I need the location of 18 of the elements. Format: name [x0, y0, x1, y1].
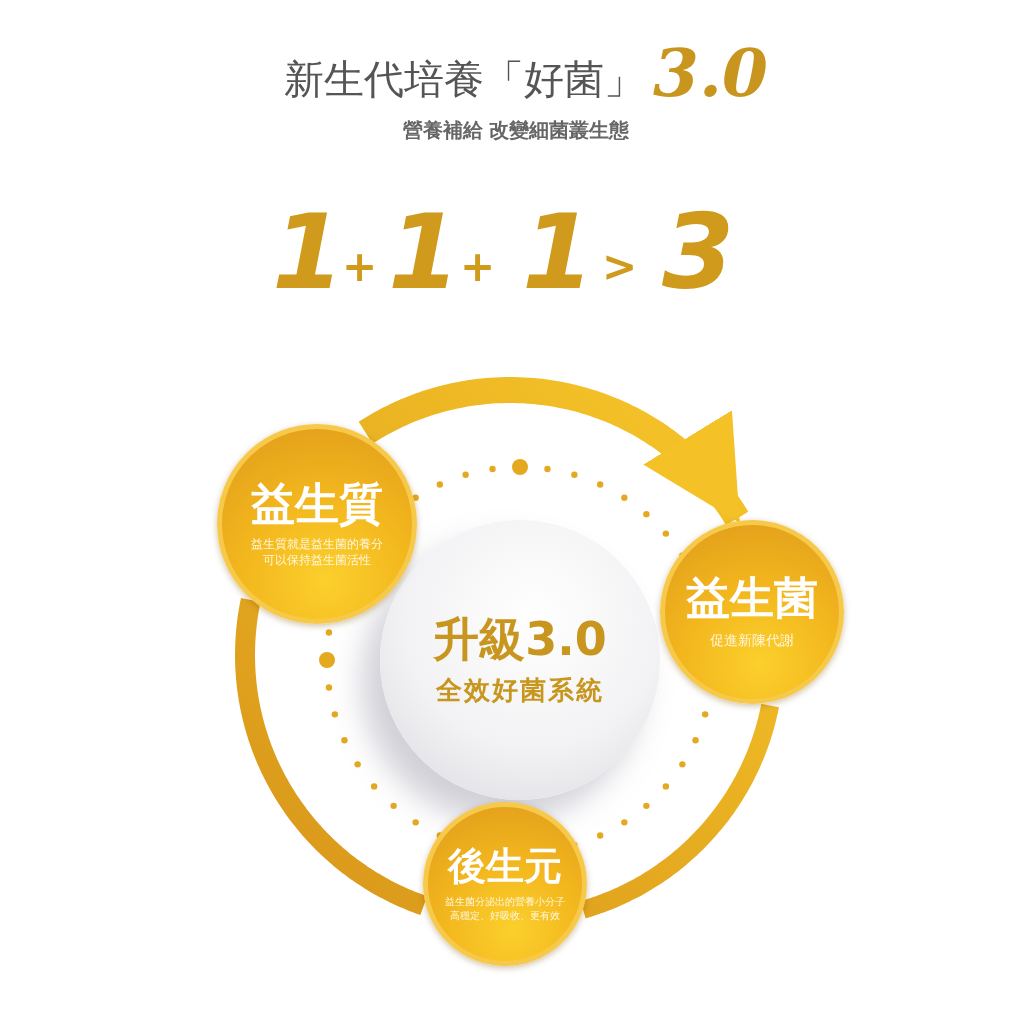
circle-description: 益生質就是益生菌的養分可以保持益生菌活性 — [250, 536, 384, 569]
circle-heading: 升級3.0 — [433, 611, 607, 668]
version-number: 3.0 — [653, 34, 768, 112]
equation-number: 3 — [662, 200, 735, 304]
circle-heading: 後生元 — [448, 845, 562, 888]
equation-number: 1 — [388, 200, 461, 304]
equation-operator: > — [602, 246, 638, 288]
equation-number: 1 — [272, 200, 345, 304]
equation-number: 1 — [522, 200, 595, 304]
subtitle: 營養補給 改變細菌叢生態 — [401, 117, 631, 144]
equation-operator: + — [460, 246, 496, 288]
circle-heading: 益生質 — [251, 479, 383, 528]
title: 新生代培養「好菌」 — [284, 55, 644, 104]
circle-description: 全效好菌系統 — [436, 674, 604, 708]
circle-heading: 益生菌 — [686, 574, 818, 623]
circle-description: 促進新陳代謝 — [709, 630, 795, 650]
circle-description: 益生菌分泌出的營養小分子高穩定、好吸收、更有效 — [444, 895, 566, 923]
equation-operator: + — [342, 246, 378, 288]
